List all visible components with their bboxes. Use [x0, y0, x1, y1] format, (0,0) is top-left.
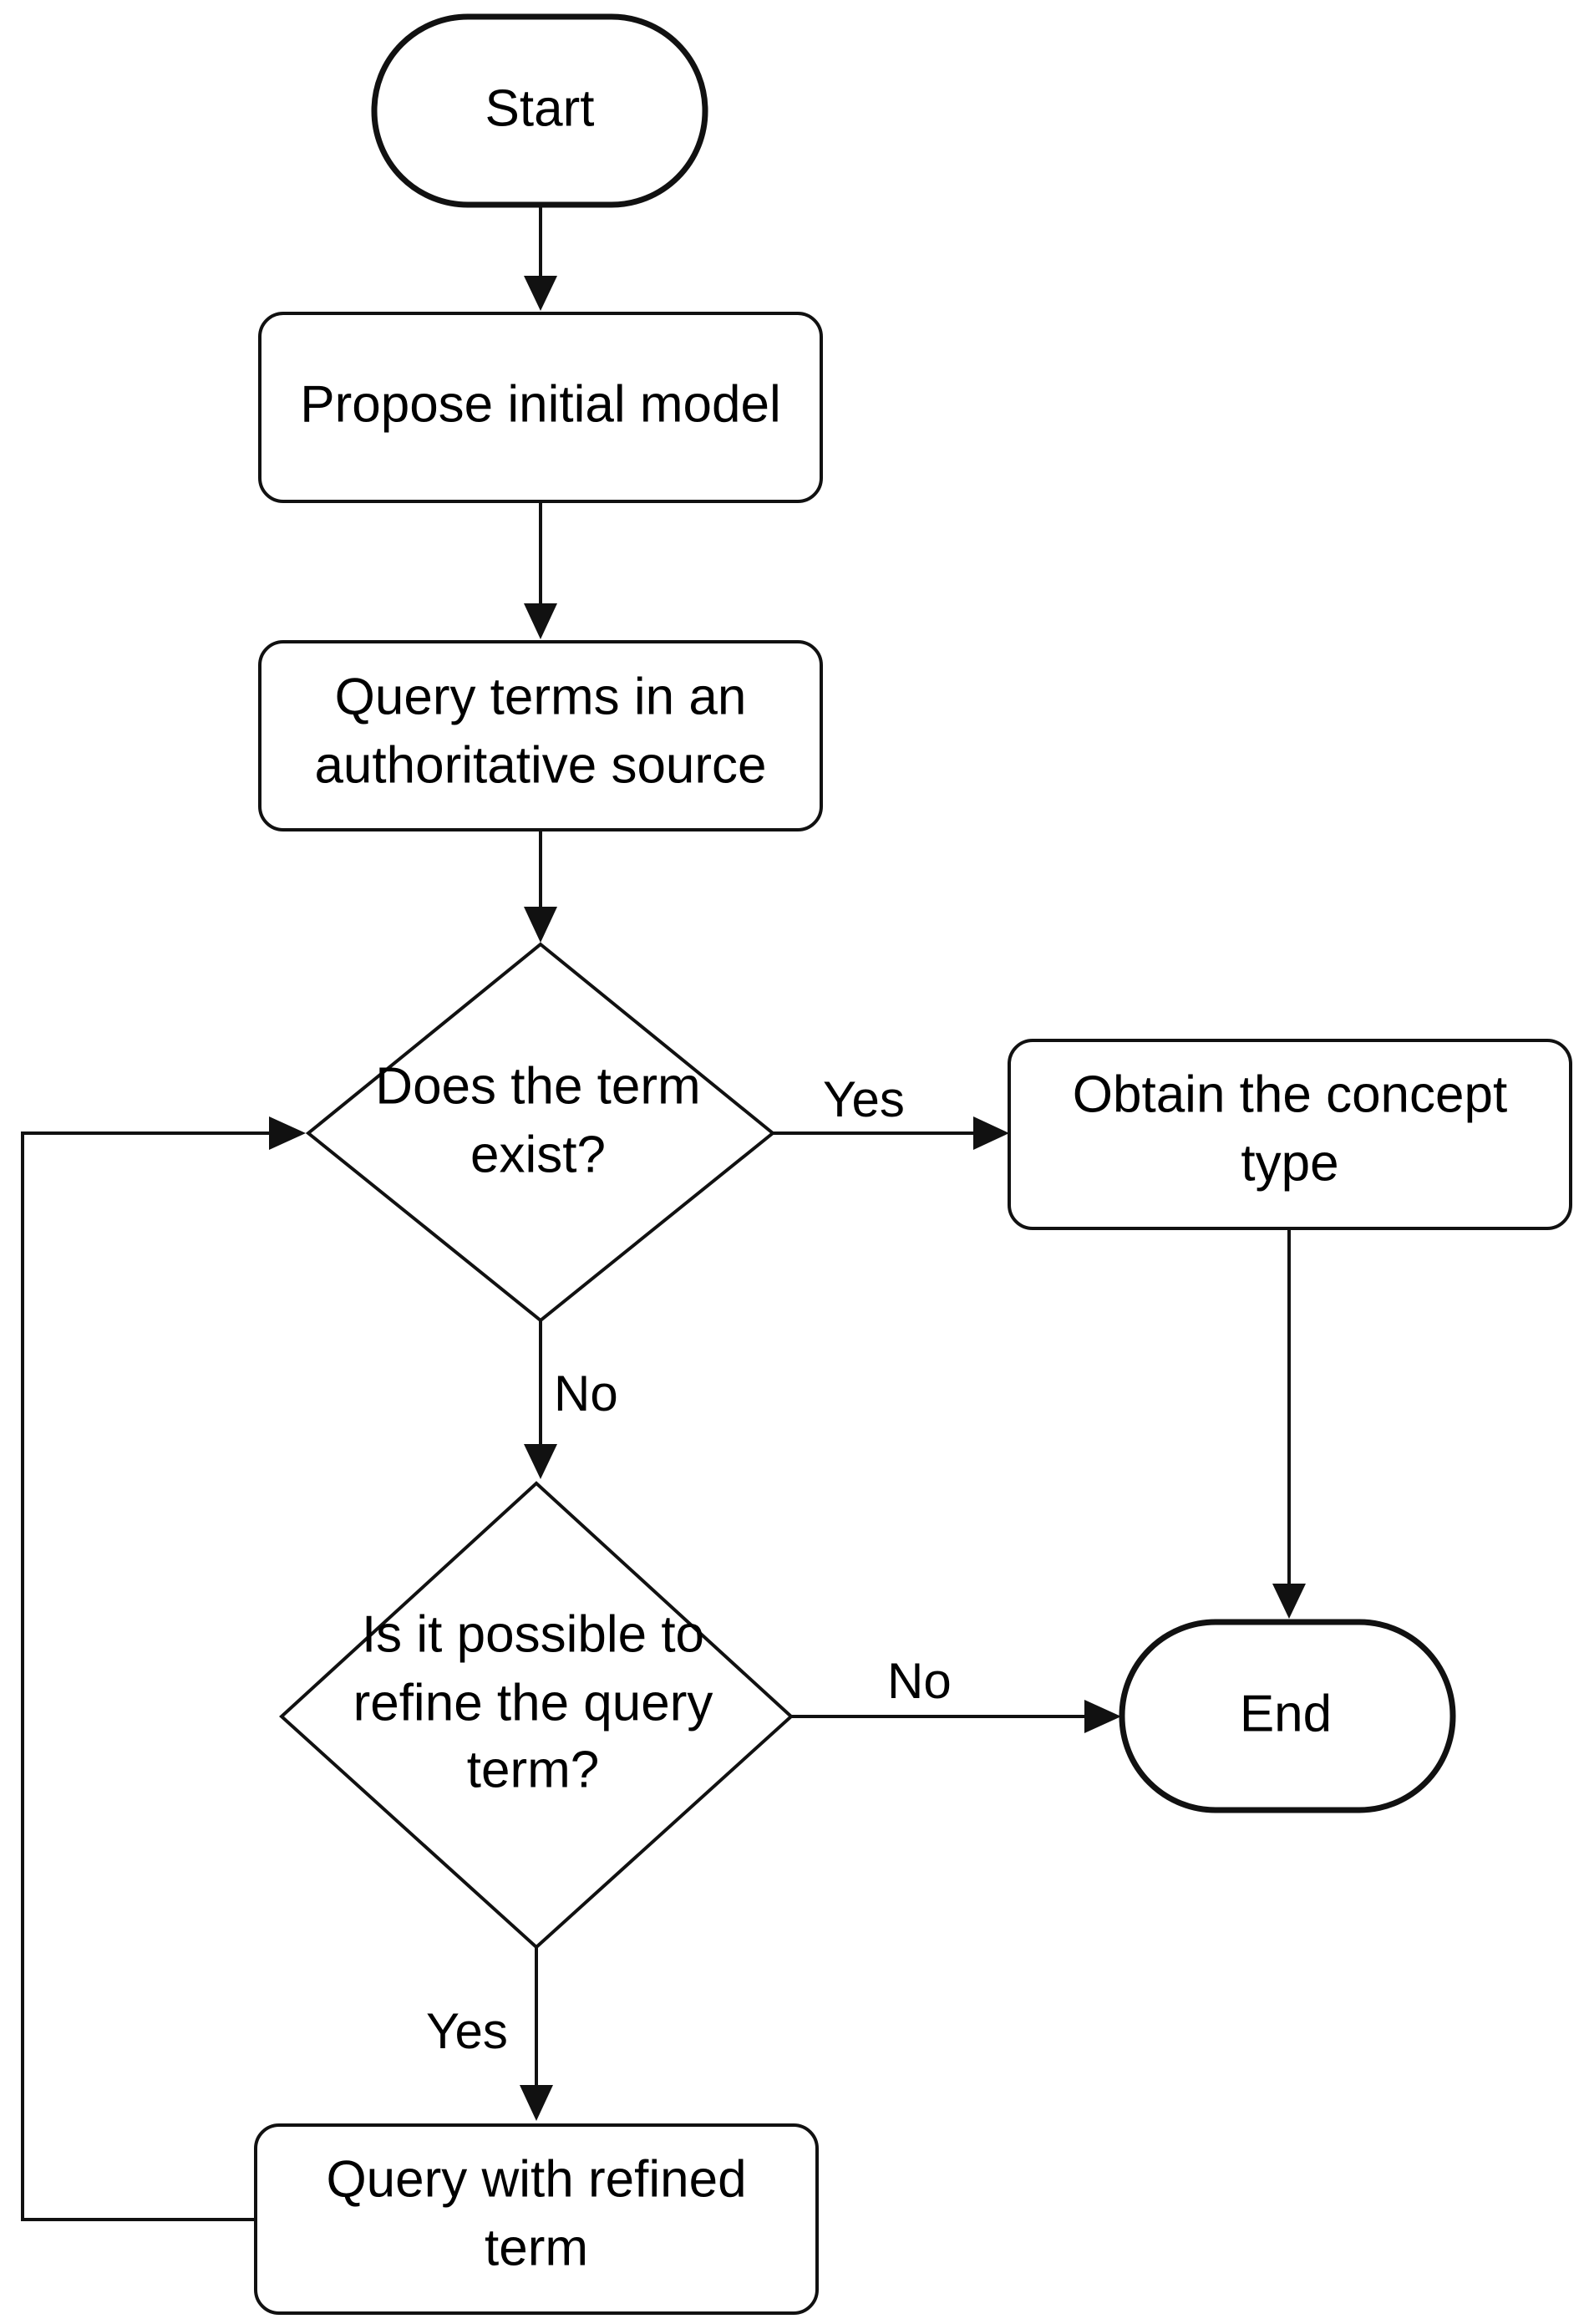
edges: Yes No No Yes — [21, 205, 1306, 2221]
edge-loop-back — [21, 1116, 306, 2221]
exists-label-line-2: exist? — [470, 1126, 606, 1183]
edge-exists-yes: Yes — [773, 1071, 1009, 1150]
exists-decision: Does the term exist? — [305, 942, 776, 1323]
edge-refine-no: No — [791, 1653, 1121, 1733]
query-label-line-2: authoritative source — [314, 736, 766, 794]
end-label: End — [1240, 1685, 1332, 1742]
query-label-line-1: Query terms in an — [335, 668, 747, 725]
obtain-label-line-2: type — [1241, 1134, 1338, 1192]
edge-query-to-exists — [524, 830, 557, 943]
arrowhead-icon — [1272, 1584, 1306, 1619]
arrowhead-icon — [1084, 1700, 1121, 1733]
arrowhead-icon — [269, 1116, 306, 1150]
edge-start-to-propose — [524, 205, 557, 311]
refine-label-line-2: refine the query — [353, 1674, 713, 1732]
refined-query-label-line-1: Query with refined — [326, 2150, 746, 2208]
arrowhead-icon — [524, 276, 557, 311]
edge-exists-no: No — [524, 1320, 618, 1479]
obtain-node: Obtain the concept type — [1008, 1039, 1572, 1230]
refine-decision: Is it possible to refine the query term? — [279, 1481, 794, 1950]
refine-label-line-1: Is it possible to — [362, 1605, 704, 1663]
arrowhead-icon — [524, 603, 557, 639]
edge-label-yes: Yes — [823, 1071, 905, 1127]
edge-refine-yes: Yes — [426, 1947, 553, 2121]
propose-node: Propose initial model — [258, 312, 823, 503]
refined-query-node: Query with refined term — [254, 2123, 819, 2315]
arrowhead-icon — [524, 1444, 557, 1479]
start-node: Start — [371, 13, 708, 208]
refine-label-line-3: term? — [467, 1741, 599, 1798]
propose-label: Propose initial model — [300, 375, 781, 433]
obtain-label-line-1: Obtain the concept — [1073, 1065, 1507, 1123]
edge-label-no: No — [554, 1365, 618, 1421]
end-node: End — [1119, 1619, 1456, 1813]
arrowhead-icon — [973, 1116, 1009, 1150]
query-node: Query terms in an authoritative source — [258, 640, 823, 831]
exists-label-line-1: Does the term — [375, 1057, 700, 1115]
refined-query-label-line-2: term — [485, 2219, 588, 2276]
edge-label-yes: Yes — [426, 2003, 508, 2059]
arrowhead-icon — [520, 2085, 553, 2121]
edge-propose-to-query — [524, 501, 557, 639]
arrowhead-icon — [524, 907, 557, 943]
nodes: Start Propose initial model Query terms … — [254, 13, 1572, 2315]
start-label: Start — [485, 79, 595, 137]
edge-obtain-to-end — [1272, 1228, 1306, 1619]
edge-label-no: No — [887, 1653, 952, 1709]
